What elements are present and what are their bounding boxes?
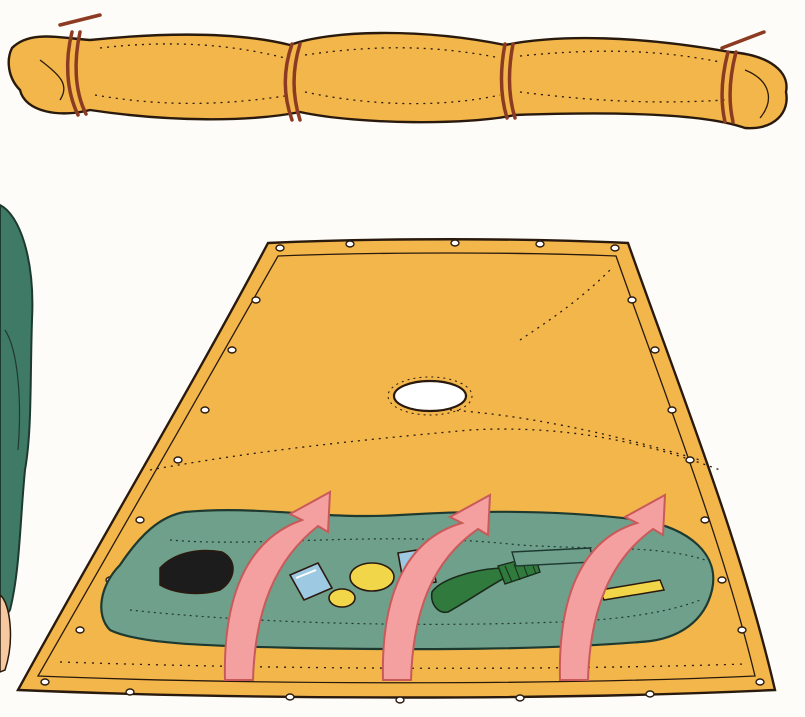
tin-small xyxy=(329,589,355,607)
grommet xyxy=(396,697,404,703)
grommet xyxy=(126,689,134,695)
rolled-canvas-bundle xyxy=(9,15,787,128)
grommet xyxy=(718,577,726,583)
grommet xyxy=(516,695,524,701)
grommet xyxy=(76,627,84,633)
grommet xyxy=(41,679,49,685)
grommet xyxy=(201,407,209,413)
grommet xyxy=(536,241,544,247)
grommet xyxy=(701,517,709,523)
grommet xyxy=(756,679,764,685)
grommet xyxy=(451,240,459,246)
grommet xyxy=(628,297,636,303)
grommet xyxy=(252,297,260,303)
grommet xyxy=(611,245,619,251)
grommet xyxy=(286,694,294,700)
grommet xyxy=(668,407,676,413)
grommet xyxy=(276,245,284,251)
sheath xyxy=(512,548,594,566)
grommet xyxy=(346,241,354,247)
tin-large xyxy=(350,563,394,591)
figure-sleeve xyxy=(0,205,32,625)
grommet xyxy=(686,457,694,463)
grommet xyxy=(651,347,659,353)
person-figure xyxy=(0,205,32,672)
grommet-hole-icon xyxy=(394,381,466,411)
grommet xyxy=(646,691,654,697)
grommet xyxy=(738,627,746,633)
grommet xyxy=(174,457,182,463)
grommet xyxy=(228,347,236,353)
grommet xyxy=(136,517,144,523)
